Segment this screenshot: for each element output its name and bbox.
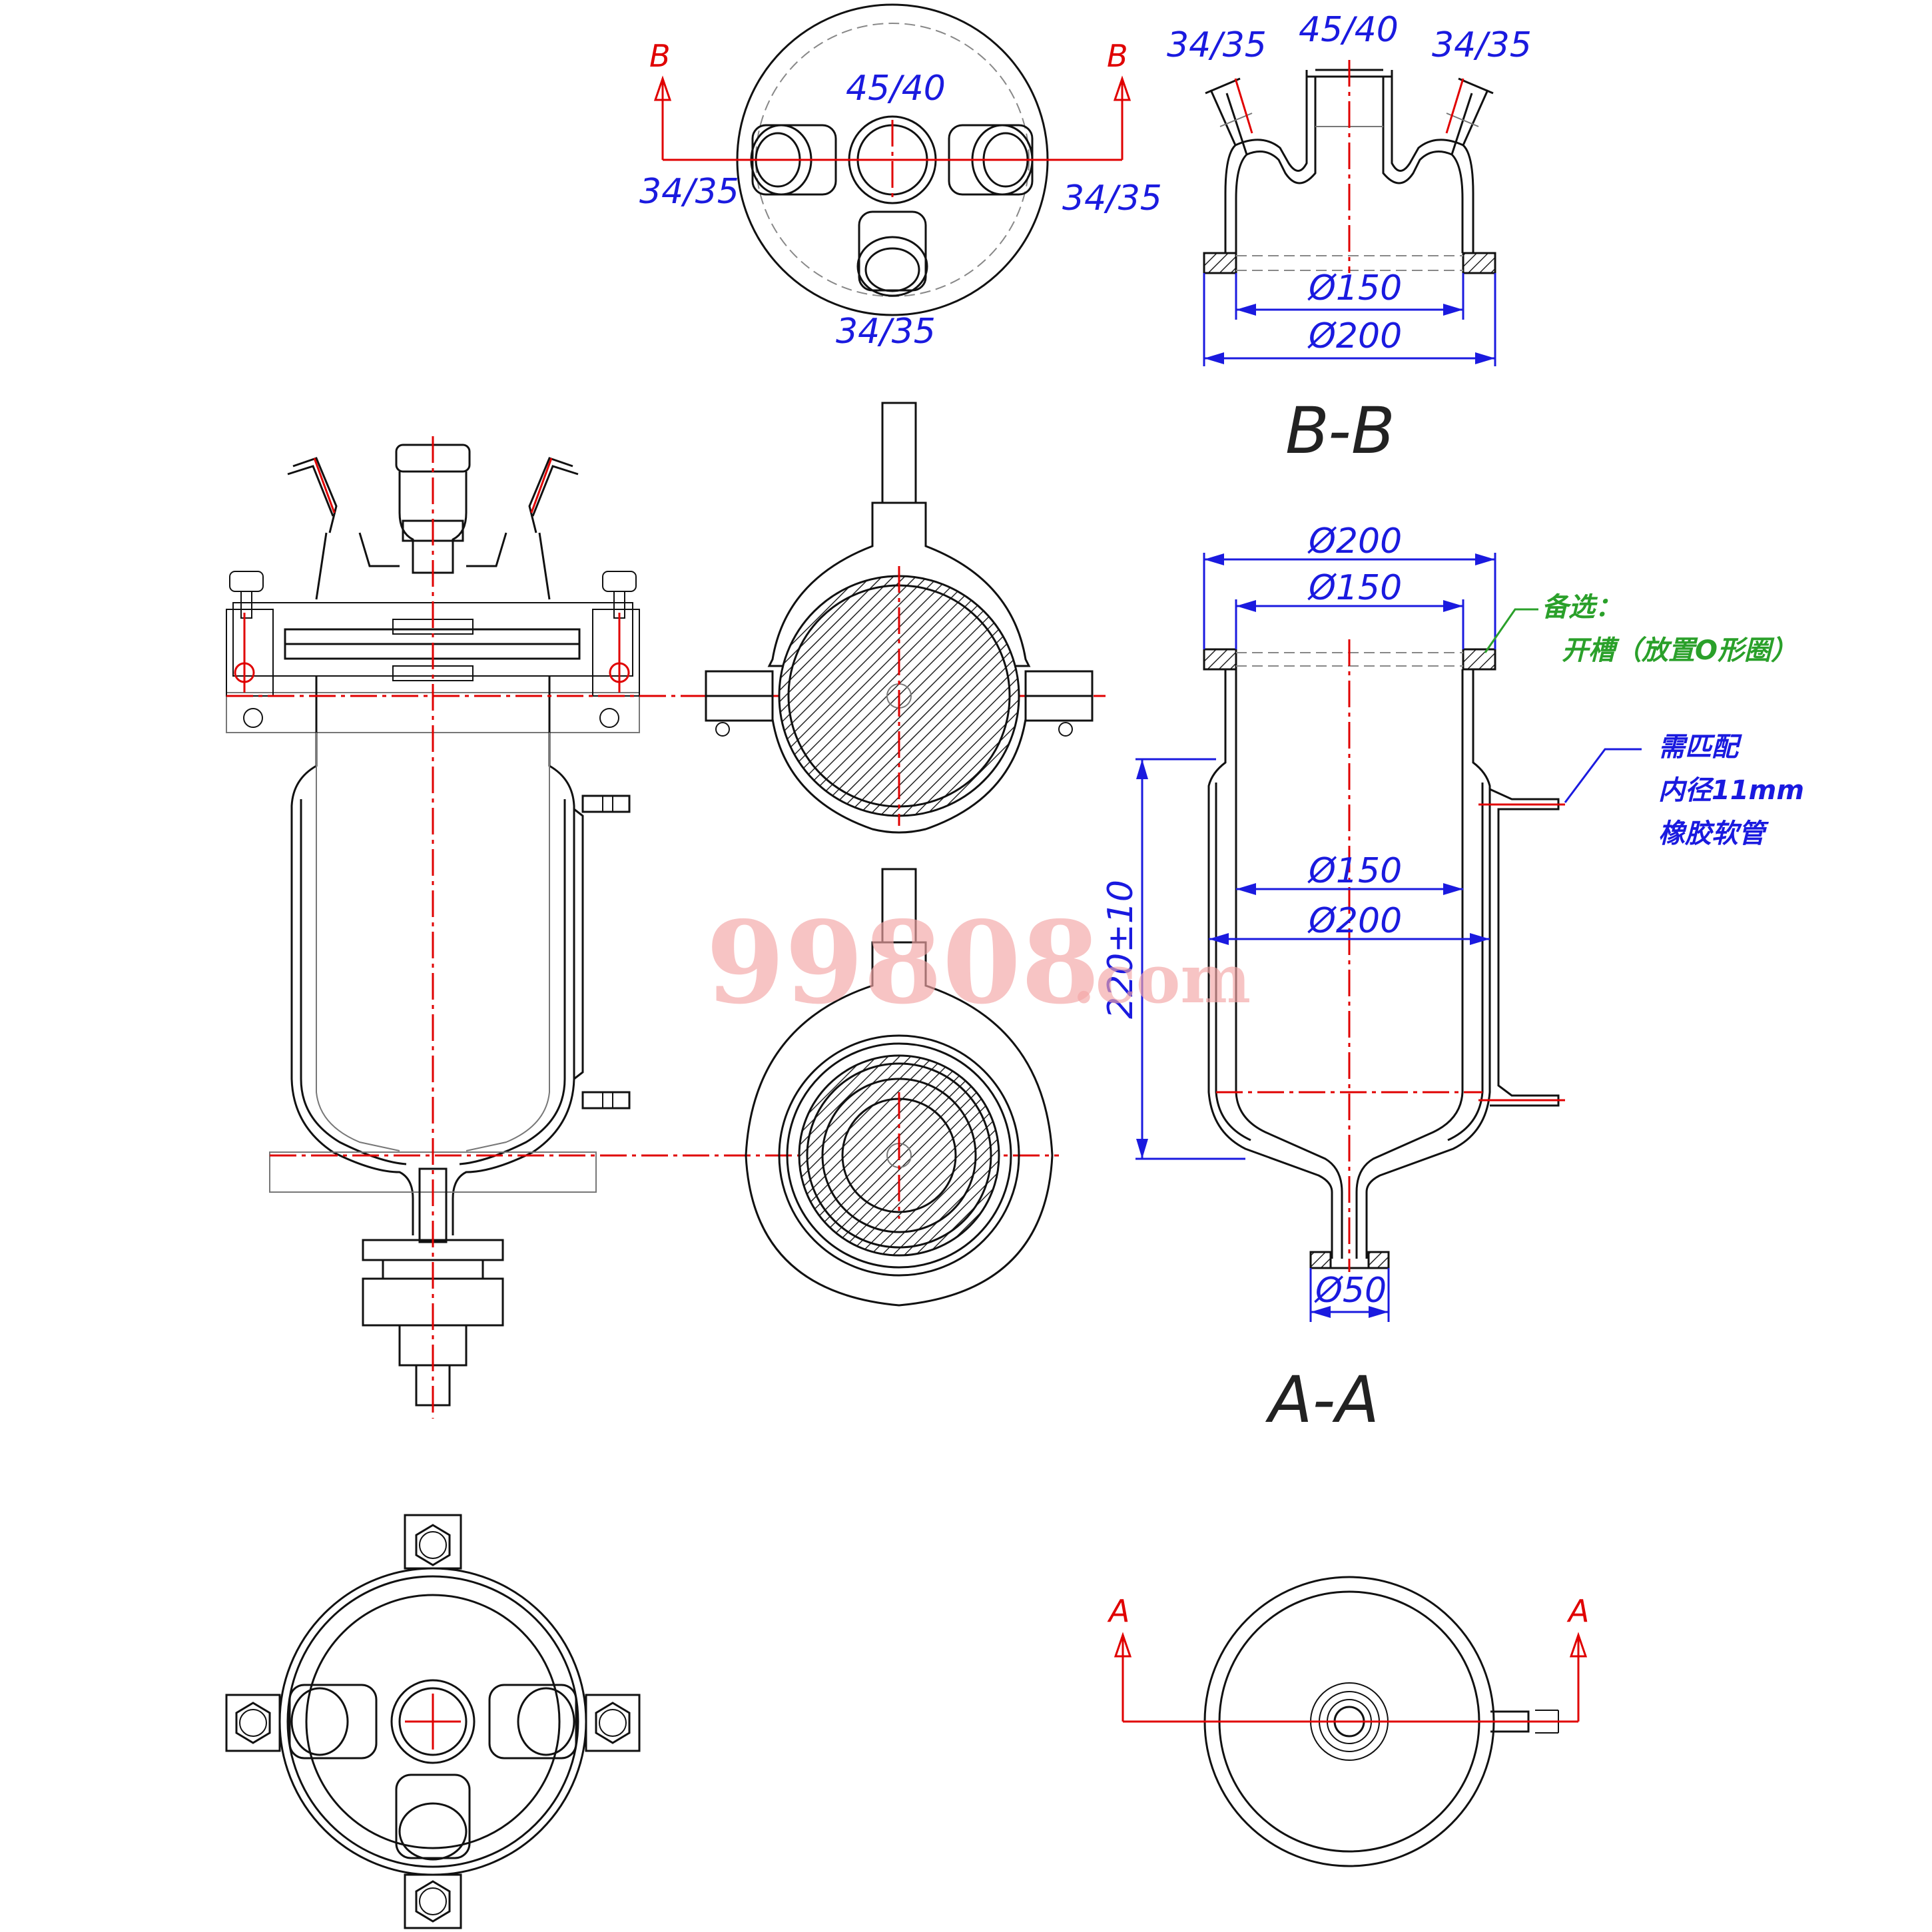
watermark-suffix: .com	[1072, 940, 1251, 1018]
vessel-plan-view	[1114, 1576, 1588, 1867]
aa-note-optional: 备选：	[1542, 592, 1622, 623]
section-b-left-label: B	[649, 38, 671, 74]
aa-note-hose-2: 内径11mm	[1658, 775, 1804, 806]
clamp-plan-view	[705, 402, 1094, 834]
aa-mid-outer-diameter-label: Ø200	[1307, 901, 1402, 941]
top-bottom-joint-label: 34/35	[836, 312, 936, 352]
bb-outer-diameter-label: Ø200	[1307, 316, 1402, 356]
aa-view-title: A-A	[1265, 1363, 1379, 1437]
section-bb-view	[1203, 60, 1496, 366]
aa-top-outer-diameter-label: Ø200	[1307, 521, 1402, 561]
aa-note-groove: 开槽（放置O形圈）	[1562, 635, 1797, 666]
section-a-left-label: A	[1107, 1593, 1129, 1629]
top-view	[653, 3, 1131, 316]
section-b-right-label: B	[1107, 38, 1128, 74]
bb-inner-diameter-label: Ø150	[1307, 268, 1402, 308]
top-left-joint-label: 34/35	[639, 172, 739, 212]
aa-top-inner-diameter-label: Ø150	[1307, 568, 1402, 608]
top-right-joint-label: 34/35	[1062, 178, 1162, 218]
aa-height-label: 220±10	[1101, 880, 1141, 1019]
base-ring-view	[745, 868, 1054, 1307]
bb-view-title: B-B	[1285, 394, 1395, 468]
watermark-main: 99808	[706, 896, 1100, 1030]
top-center-joint-label: 45/40	[846, 69, 946, 109]
section-aa-view	[1135, 553, 1642, 1322]
bb-left-joint-label: 34/35	[1167, 25, 1267, 65]
front-assembly-view	[226, 436, 1106, 1419]
aa-mid-inner-diameter-label: Ø150	[1307, 851, 1402, 891]
section-a-right-label: A	[1566, 1593, 1589, 1629]
aa-note-hose-3: 橡胶软管	[1658, 818, 1769, 849]
aa-note-hose-1: 需匹配	[1658, 732, 1742, 763]
bb-center-joint-label: 45/40	[1299, 10, 1399, 50]
bb-right-joint-label: 34/35	[1432, 25, 1532, 65]
aa-bottom-diameter-label: Ø50	[1314, 1271, 1387, 1311]
assembly-plan-view	[225, 1514, 641, 1929]
